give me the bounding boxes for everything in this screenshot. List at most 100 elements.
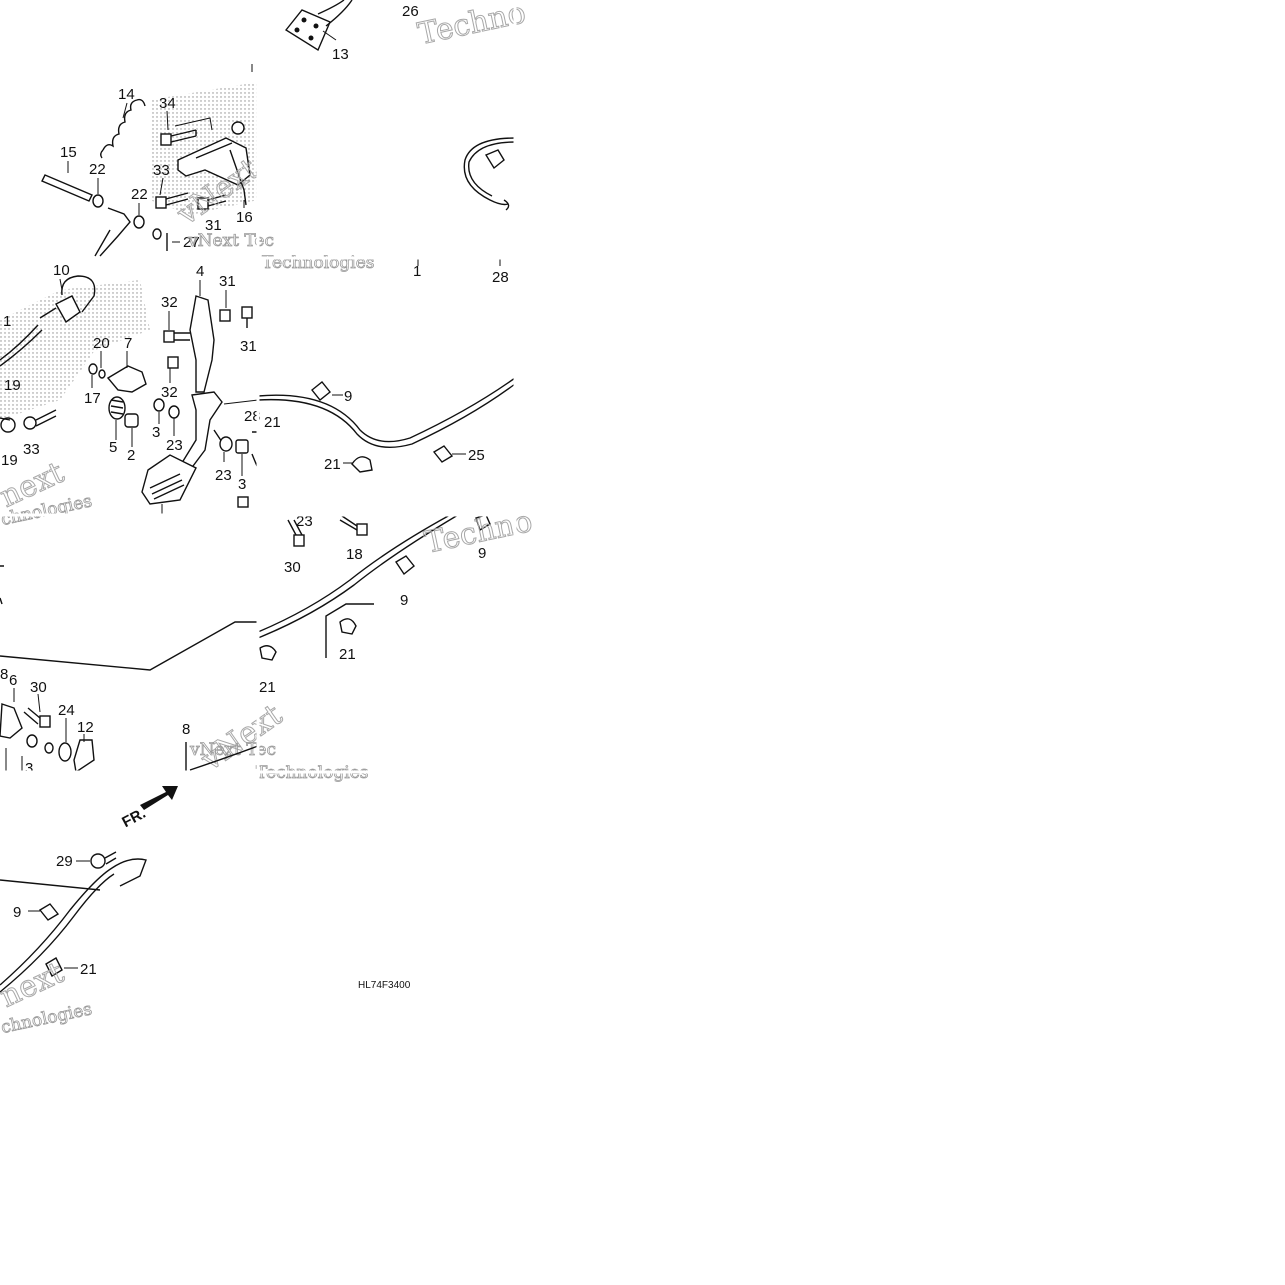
callout-6: 6: [9, 672, 17, 689]
callout-18: 18: [346, 546, 363, 563]
clamp-part: [259, 645, 277, 661]
clip-part: [395, 555, 415, 576]
cable-part: [61, 275, 96, 313]
watermark: vNext Tec: [187, 231, 274, 251]
spring-part: [100, 98, 146, 159]
bolt-part: [155, 192, 189, 209]
callout-22: 22: [89, 161, 106, 178]
clip-part: [484, 149, 505, 170]
washer-part: [98, 369, 106, 379]
bolt-part: [219, 309, 231, 322]
callout-31: 31: [240, 338, 257, 355]
washer-part: [44, 742, 54, 754]
callout-1: 1: [3, 313, 11, 330]
callout-23: 23: [215, 467, 232, 484]
callout-9: 9: [478, 545, 486, 562]
bolt-part: [287, 519, 305, 547]
callout-19: 19: [4, 377, 21, 394]
nut-part: [0, 417, 16, 433]
bolt-part: [23, 409, 57, 430]
callout-31: 31: [219, 273, 236, 290]
callout-21: 21: [264, 414, 281, 431]
callout-21: 21: [339, 646, 356, 663]
bolt-part: [23, 707, 51, 728]
tile-lower-cable: FR. 29 9 21 next chnologies: [0, 786, 178, 1038]
nut-part: [231, 121, 245, 135]
bolt-part: [167, 356, 179, 369]
bolt-part: [160, 129, 197, 146]
shaft-part: [41, 174, 93, 202]
callout-33: 33: [23, 441, 40, 458]
watermark: vNext Tec: [189, 740, 276, 760]
cable-part: [463, 137, 516, 206]
callout-14: 14: [118, 86, 135, 103]
bracket-part: [189, 295, 215, 393]
callout-29: 29: [56, 853, 73, 870]
callout-15: 15: [60, 144, 77, 161]
cable-part: [257, 514, 459, 639]
watermark: Techno: [415, 0, 529, 52]
callout-22: 22: [131, 186, 148, 203]
callout-4: 4: [196, 263, 204, 280]
washer-part: [92, 194, 104, 208]
connector-part: [55, 295, 81, 324]
watermark: Technologies: [262, 253, 375, 273]
callout-25: 25: [468, 447, 485, 464]
callout-3: 3: [238, 476, 246, 493]
clamp-part: [339, 618, 357, 635]
callout-9: 9: [344, 388, 352, 405]
clip-part: [237, 496, 249, 508]
callout-5: 5: [109, 439, 117, 456]
callout-3: 3: [152, 424, 160, 441]
clip-part: [311, 381, 331, 401]
callout-30: 30: [284, 559, 301, 576]
o-ring-part: [58, 742, 72, 762]
callout-33: 33: [153, 162, 170, 179]
callout-32: 32: [161, 294, 178, 311]
washer-part: [168, 405, 180, 419]
callout-9: 9: [400, 592, 408, 609]
callout-21: 21: [259, 679, 276, 696]
callout-2: 2: [127, 447, 135, 464]
cable-part: [257, 377, 516, 443]
callout-28: 28: [492, 269, 509, 286]
callout-17: 17: [84, 390, 101, 407]
outline-part: [0, 621, 258, 671]
tile-pedal-top-cable: 26 13 Techno: [284, 0, 529, 211]
bushing-part: [219, 436, 233, 452]
outline-part: [325, 603, 374, 658]
callout-16: 16: [236, 209, 253, 226]
washer-part: [152, 228, 162, 240]
clip-part: [45, 957, 63, 977]
callout-20: 20: [93, 335, 110, 352]
callout-19: 19: [1, 452, 18, 469]
tile-lever-assembly: 8 6 30 24 12 3 vNext vNext Tec 8: [0, 565, 289, 779]
bolt-part: [90, 851, 117, 869]
callout-23: 23: [296, 513, 313, 530]
clamp-part: [351, 456, 373, 473]
callout-31: 31: [205, 217, 222, 234]
callout-23: 23: [166, 437, 183, 454]
callout-10: 10: [53, 262, 70, 279]
tile-accelerator-pedal: 10 4 31 32 1 20 7 31 19 17 32 28 21 5 3 …: [0, 262, 281, 530]
tile-pedal-bracket: 14 34 15 22 33 22 31 16 27 vNext Tec vNe…: [41, 64, 274, 257]
cable-part: [257, 383, 516, 448]
callout-32: 32: [161, 384, 178, 401]
cable-part: [0, 858, 147, 986]
bushing-part: [26, 734, 38, 748]
callout-1: 1: [413, 263, 421, 280]
pedal-arm-part: [178, 391, 223, 471]
callout-27: 27: [183, 234, 200, 251]
collar-part: [124, 413, 139, 428]
bracket-part: [177, 137, 251, 186]
bolt-part: [197, 194, 227, 210]
bolt-part: [163, 330, 190, 343]
washer-part: [133, 215, 145, 229]
callout-21: 21: [80, 961, 97, 978]
sensor-part: [73, 739, 95, 774]
cable-part: [0, 873, 115, 993]
collar-part: [235, 439, 249, 454]
callout-7: 7: [124, 335, 132, 352]
tile-cable-route-1: 1 28 9 21 25 Technologies: [257, 253, 516, 473]
